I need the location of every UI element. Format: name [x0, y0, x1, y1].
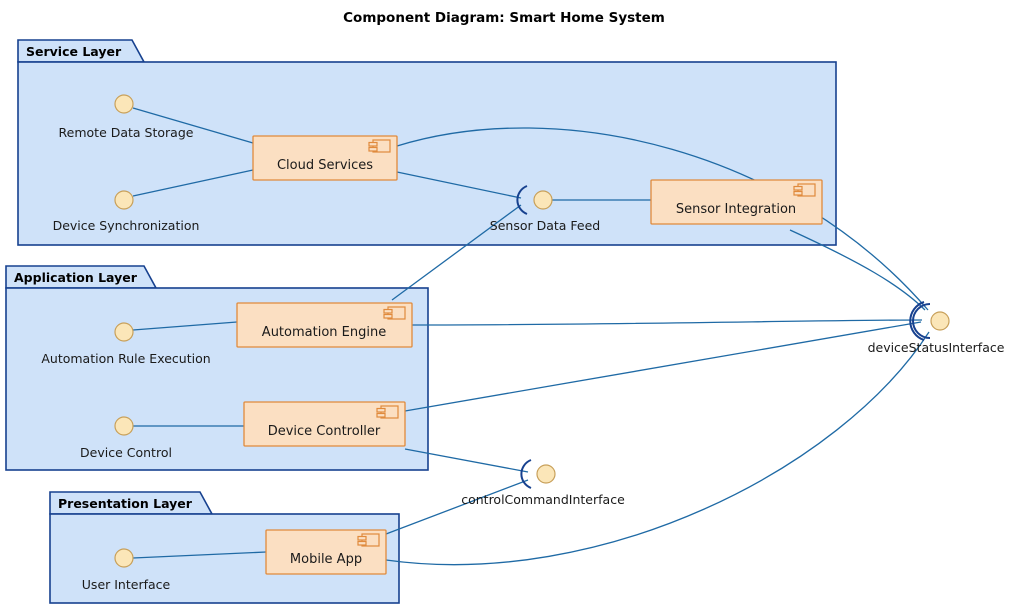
interface-device-control-label: Device Control	[80, 445, 172, 460]
component-mobile-app[interactable]: Mobile App	[265, 529, 387, 575]
component-automation-engine-box	[236, 302, 413, 348]
component-icon	[376, 405, 399, 419]
interface-ball-icon	[114, 416, 134, 436]
interface-user-interface-label: User Interface	[82, 577, 171, 592]
interface-ball-icon	[114, 94, 134, 114]
component-automation-engine[interactable]: Automation Engine	[236, 302, 413, 348]
component-cloud-services[interactable]: Cloud Services	[252, 135, 398, 181]
interface-ball-icon	[533, 190, 553, 210]
edge-remote-data-storage-to-cloud-services	[132, 107, 254, 144]
component-device-controller-label: Device Controller	[268, 424, 381, 439]
interface-automation-rule-execution[interactable]: Automation Rule Execution	[41, 322, 211, 366]
component-sensor-integration[interactable]: Sensor Integration	[650, 179, 823, 225]
interface-remote-data-storage[interactable]: Remote Data Storage	[59, 94, 194, 140]
edge-automation-engine-to-device-status-interface	[411, 319, 923, 326]
edge-device-controller-to-device-status-interface	[404, 321, 922, 412]
interface-remote-data-storage-label: Remote Data Storage	[59, 125, 194, 140]
interface-ball-icon	[114, 190, 134, 210]
edge-cloud-services-to-device-status-interface	[396, 127, 929, 311]
interface-device-control[interactable]: Device Control	[80, 416, 172, 460]
edge-user-interface-to-mobile-app	[132, 551, 267, 559]
interface-socket-icon	[516, 185, 528, 215]
interface-device-status-interface[interactable]: deviceStatusInterface	[868, 301, 1005, 355]
component-mobile-app-label: Mobile App	[290, 552, 362, 567]
interface-ball-icon	[114, 548, 134, 568]
interface-automation-rule-execution-label: Automation Rule Execution	[41, 351, 210, 366]
package-presentation-layer[interactable]: Presentation Layer	[49, 491, 400, 604]
edge-device-synchronization-to-cloud-services	[132, 169, 254, 197]
edge-mobile-app-to-device-status-interface	[385, 331, 930, 566]
interface-socket-icon	[912, 303, 931, 339]
edge-sensor-data-feed-to-automation-engine	[391, 204, 522, 301]
interface-ball-icon	[536, 464, 556, 484]
interface-socket-icon-outer	[909, 301, 925, 341]
package-service-layer-label: Service Layer	[26, 44, 122, 59]
edge-control-command-interface-to-mobile-app	[385, 479, 529, 535]
interface-ball-icon	[930, 311, 950, 331]
interface-device-status-interface-label: deviceStatusInterface	[868, 340, 1005, 355]
edge-device-controller-to-control-command-interface	[404, 448, 529, 473]
component-icon	[368, 139, 391, 153]
component-cloud-services-box	[252, 135, 398, 181]
interface-control-command-interface-label: controlCommandInterface	[461, 492, 625, 507]
interface-device-synchronization-label: Device Synchronization	[53, 218, 200, 233]
interface-ball-icon	[114, 322, 134, 342]
package-presentation-layer-label: Presentation Layer	[58, 496, 193, 511]
component-icon	[357, 533, 380, 547]
package-application-layer-label: Application Layer	[14, 270, 138, 285]
connection-edges	[132, 107, 930, 566]
component-cloud-services-label: Cloud Services	[277, 158, 373, 173]
component-automation-engine-label: Automation Engine	[262, 325, 386, 340]
interface-device-synchronization[interactable]: Device Synchronization	[53, 190, 200, 233]
component-mobile-app-box	[265, 529, 387, 575]
component-icon	[793, 183, 816, 197]
page-title: Component Diagram: Smart Home System	[343, 10, 665, 26]
component-device-controller[interactable]: Device Controller	[243, 401, 406, 447]
interface-socket-icon	[520, 459, 532, 489]
component-sensor-integration-box	[650, 179, 823, 225]
edge-sensor-integration-to-device-status-interface	[789, 229, 926, 311]
component-icon	[383, 306, 406, 320]
edge-cloud-services-to-sensor-data-feed	[396, 171, 522, 199]
interface-sensor-data-feed-label: Sensor Data Feed	[490, 218, 600, 233]
interface-sensor-data-feed[interactable]: Sensor Data Feed	[490, 185, 600, 233]
component-device-controller-box	[243, 401, 406, 447]
component-sensor-integration-label: Sensor Integration	[676, 202, 796, 217]
edge-automation-rule-execution-to-automation-engine	[132, 321, 238, 331]
interface-control-command-interface[interactable]: controlCommandInterface	[461, 459, 625, 507]
interface-user-interface[interactable]: User Interface	[82, 548, 171, 592]
